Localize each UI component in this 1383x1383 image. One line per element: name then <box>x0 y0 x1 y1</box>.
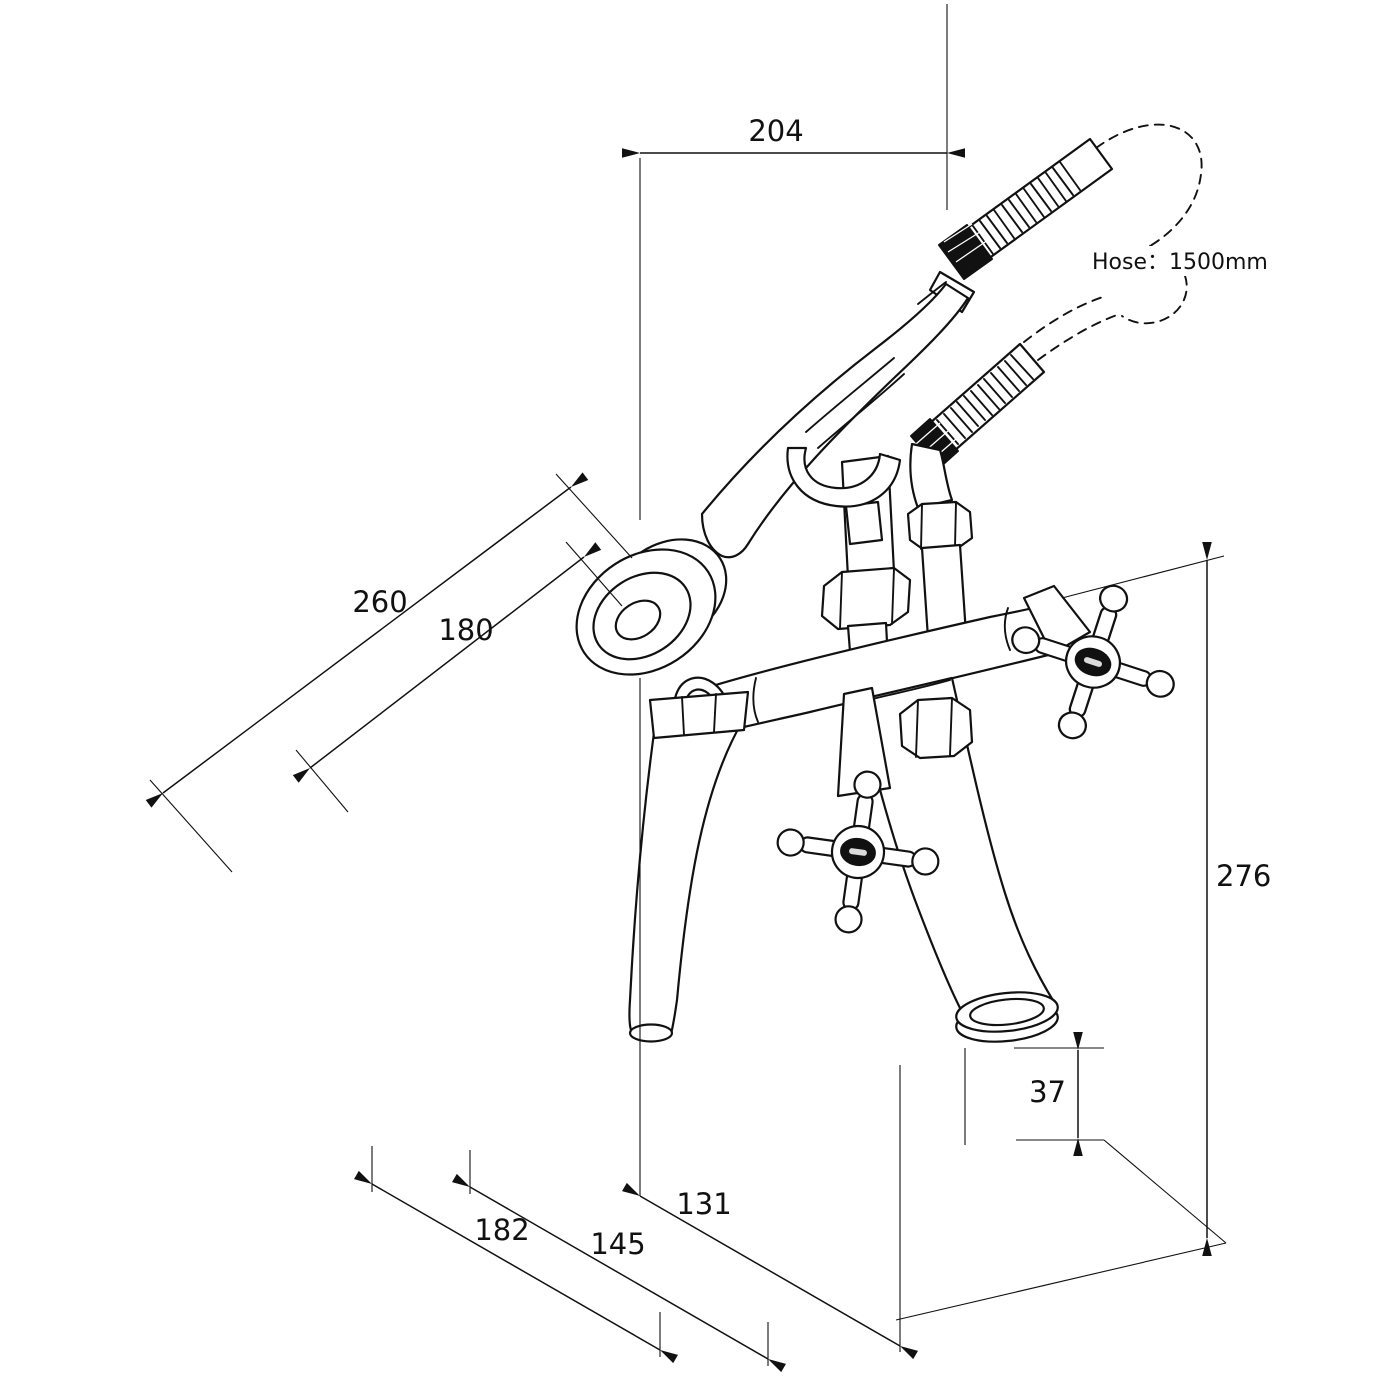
hose-length-label: Hose：1500mm <box>1092 250 1268 275</box>
dim-label-depth-outer: 260 <box>352 585 407 619</box>
hose-label-mask <box>1084 246 1256 276</box>
right-valve <box>987 559 1199 765</box>
pillar-base <box>628 1023 674 1043</box>
shower-hose-upper <box>938 137 1114 280</box>
spout <box>856 676 1059 1043</box>
dim-label-spout-clearance: 37 <box>1029 1075 1066 1109</box>
dim-label-top-width: 204 <box>748 114 803 148</box>
hose-knurled-nut-upper <box>938 224 993 280</box>
dim-label-depth-inner: 180 <box>438 613 493 647</box>
dim-label-total-height: 276 <box>1216 859 1271 893</box>
hand-shower-handset <box>575 270 976 676</box>
dimension-lines <box>145 4 1227 1373</box>
dimension-labels: 204 260 180 276 37 131 145 182 Hose：1500… <box>352 114 1271 1261</box>
dim-label-reach-mid: 145 <box>590 1227 645 1261</box>
handset-cradle <box>786 446 902 546</box>
dim-label-reach-inner: 131 <box>676 1187 731 1221</box>
faucet-drawing <box>575 123 1203 1043</box>
hose-body-connector <box>906 442 974 640</box>
hose-dashed-continuation <box>1023 123 1203 361</box>
pillar-collar-nut <box>648 690 750 740</box>
left-pillar-shroud <box>628 690 750 1043</box>
dim-label-reach-outer: 182 <box>474 1213 529 1247</box>
front-valve <box>765 686 951 945</box>
spout-union-nut <box>898 696 974 760</box>
